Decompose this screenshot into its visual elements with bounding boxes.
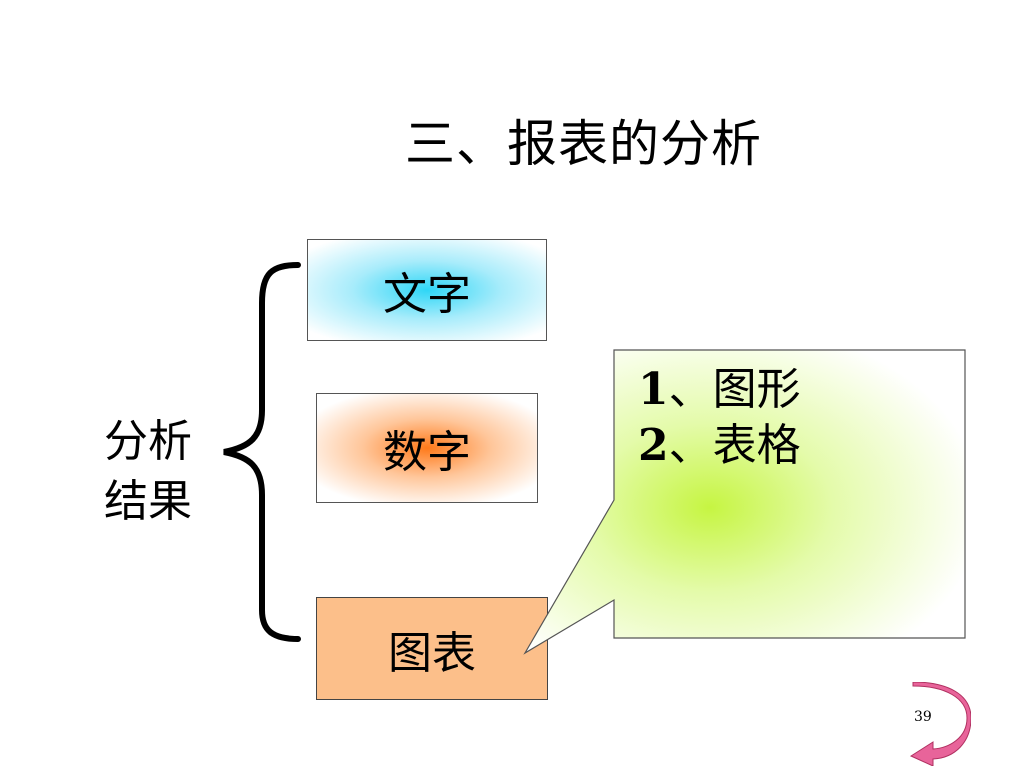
callout-item-1-text: 图形 (712, 364, 801, 415)
box-chart: 图表 (316, 597, 548, 700)
callout-item-2-sep: 、 (668, 420, 713, 471)
box-number: 数字 (316, 393, 538, 503)
slide-title: 三、报表的分析 (405, 115, 762, 173)
callout-item-1: 1、图形 (638, 362, 801, 418)
side-label-line-1: 分析 (104, 416, 192, 467)
side-label-line-2: 结果 (104, 476, 192, 527)
callout-item-2-number: 2 (638, 420, 669, 471)
side-label: 分析 结果 (104, 412, 214, 532)
callout-item-2: 2、表格 (638, 418, 801, 474)
curly-brace (223, 262, 301, 642)
callout-item-2-text: 表格 (712, 420, 801, 471)
box-text-label: 文字 (383, 269, 471, 320)
callout-item-1-number: 1 (638, 364, 669, 415)
box-chart-label: 图表 (388, 627, 476, 679)
callout-list: 1、图形 2、表格 (638, 362, 801, 474)
box-number-label: 数字 (383, 427, 471, 478)
curved-return-arrow-icon[interactable] (905, 682, 971, 766)
callout-item-1-sep: 、 (668, 364, 713, 415)
page-number: 39 (914, 709, 932, 725)
box-text: 文字 (307, 239, 547, 341)
